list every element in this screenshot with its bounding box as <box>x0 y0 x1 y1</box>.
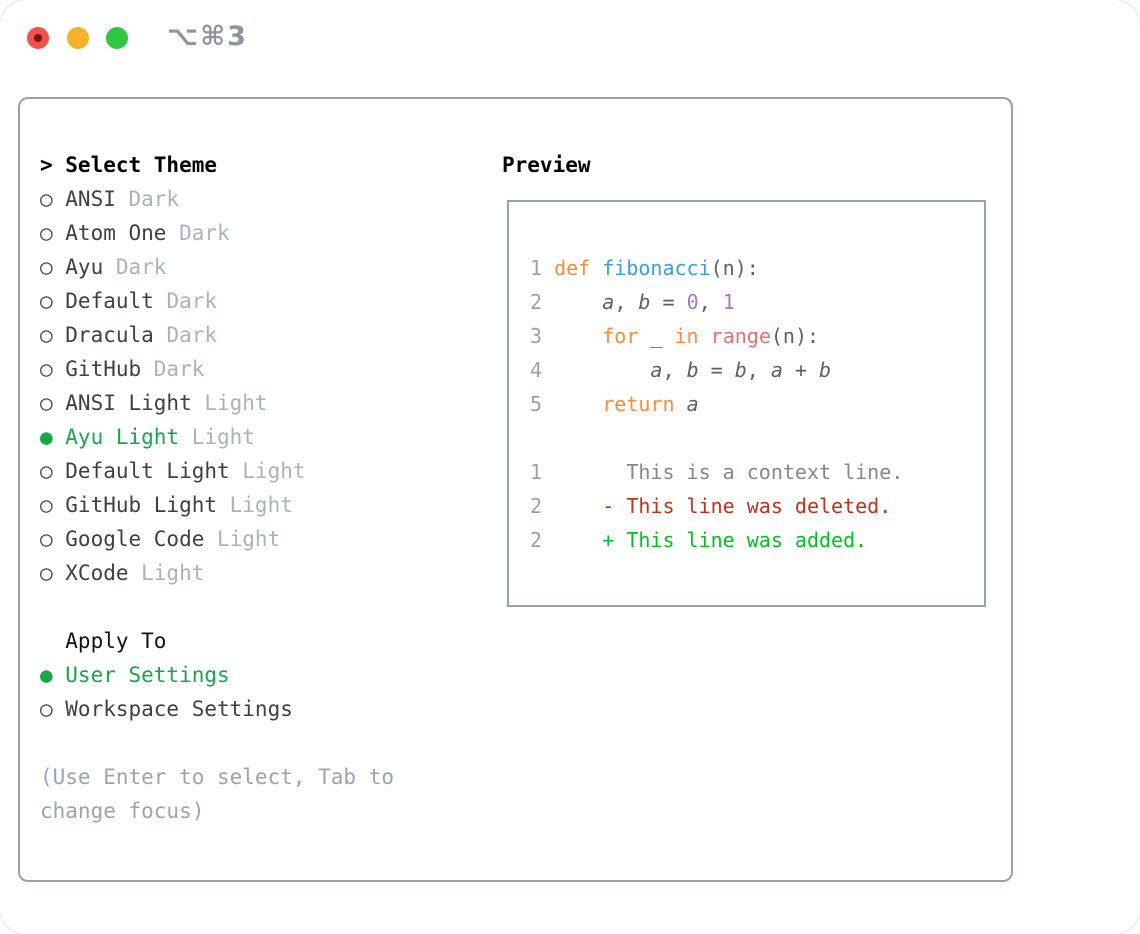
preview-title: Preview <box>502 153 591 177</box>
window-shortcut-label: ⌥⌘3 <box>167 21 248 52</box>
theme-item-google-code[interactable]: ○ Google Code Light <box>40 522 394 556</box>
radio-unselected-icon: ○ <box>40 561 53 585</box>
line-number: 5 <box>530 392 543 416</box>
code-preview: 1 def fibonacci(n): 2 a, b = 0, 1 3 for _ … <box>530 251 903 557</box>
theme-name: Default <box>65 289 154 313</box>
line-number: 1 <box>530 256 543 280</box>
radio-unselected-icon: ○ <box>40 527 53 551</box>
theme-item-ayu-light[interactable]: ● Ayu Light Light <box>40 420 394 454</box>
theme-name: Default Light <box>65 459 230 483</box>
radio-unselected-icon: ○ <box>40 255 53 279</box>
radio-unselected-icon: ○ <box>40 357 53 381</box>
preview-line: 5 return a <box>530 392 699 416</box>
theme-variant-tag: Dark <box>179 221 230 245</box>
theme-variant-tag: Light <box>229 493 293 517</box>
line-number: 4 <box>530 358 543 382</box>
spacer <box>530 421 903 455</box>
radio-unselected-icon: ○ <box>40 323 53 347</box>
theme-item-atom-one[interactable]: ○ Atom One Dark <box>40 216 394 250</box>
spacer <box>40 726 394 760</box>
theme-name: GitHub Light <box>65 493 217 517</box>
preview-pane: 1 def fibonacci(n): 2 a, b = 0, 1 3 for _ … <box>507 200 986 607</box>
theme-list-title: Select Theme <box>65 153 217 177</box>
theme-variant-tag: Dark <box>166 289 218 313</box>
theme-name: Dracula <box>65 323 154 347</box>
preview-line: 1 This is a context line. <box>530 460 904 484</box>
theme-variant-tag: Light <box>204 391 268 415</box>
theme-variant-tag: Light <box>217 527 281 551</box>
apply-option-name: User Settings <box>65 663 230 687</box>
apply-option-name: Workspace Settings <box>65 697 293 721</box>
radio-selected-icon: ● <box>40 663 53 687</box>
radio-unselected-icon: ○ <box>40 221 53 245</box>
help-text-line-1: (Use Enter to select, Tab to <box>40 765 395 789</box>
line-number: 2 <box>530 528 543 552</box>
unsaved-dot-icon <box>34 34 42 42</box>
radio-unselected-icon: ○ <box>40 391 53 415</box>
radio-unselected-icon: ○ <box>40 187 53 211</box>
theme-list-header: > Select Theme <box>40 148 394 182</box>
preview-line: 2 - This line was deleted. <box>530 494 892 518</box>
apply-to-options: ● User Settings ○ Workspace Settings <box>40 658 394 726</box>
cursor-arrow-icon: > <box>40 153 53 177</box>
theme-variant-tag: Light <box>191 425 255 449</box>
theme-name: XCode <box>65 561 129 585</box>
zoom-button[interactable] <box>106 27 128 49</box>
theme-item-ayu[interactable]: ○ Ayu Dark <box>40 250 394 284</box>
preview-line: 4 a, b = b, a + b <box>530 358 832 382</box>
theme-name: Ayu <box>65 255 104 279</box>
radio-unselected-icon: ○ <box>40 289 53 313</box>
preview-line: 3 for _ in range(n): <box>530 324 820 348</box>
preview-line: 1 def fibonacci(n): <box>530 256 759 280</box>
theme-name: GitHub <box>65 357 142 381</box>
spacer <box>40 590 394 624</box>
theme-variant-tag: Light <box>242 459 306 483</box>
theme-item-ansi[interactable]: ○ ANSI Dark <box>40 182 394 216</box>
apply-to-title: Apply To <box>65 629 167 653</box>
radio-unselected-icon: ○ <box>40 493 53 517</box>
preview-line: 2 + This line was added. <box>530 528 868 552</box>
theme-name: ANSI Light <box>65 391 192 415</box>
theme-item-dracula[interactable]: ○ Dracula Dark <box>40 318 394 352</box>
theme-item-github[interactable]: ○ GitHub Dark <box>40 352 394 386</box>
theme-item-xcode[interactable]: ○ XCode Light <box>40 556 394 590</box>
titlebar: ⌥⌘3 <box>0 0 1140 70</box>
theme-variant-tag: Dark <box>153 357 205 381</box>
line-number: 1 <box>530 460 543 484</box>
theme-variant-tag: Dark <box>128 187 180 211</box>
apply-option-workspace-settings[interactable]: ○ Workspace Settings <box>40 692 394 726</box>
line-number: 2 <box>530 290 543 314</box>
theme-item-default[interactable]: ○ Default Dark <box>40 284 394 318</box>
theme-variant-tag: Dark <box>166 323 218 347</box>
help-text-line-2: change focus) <box>40 799 205 823</box>
theme-name: ANSI <box>65 187 116 211</box>
radio-unselected-icon: ○ <box>40 459 53 483</box>
theme-item-github-light[interactable]: ○ GitHub Light Light <box>40 488 394 522</box>
theme-name: Google Code <box>65 527 205 551</box>
apply-to-header: Apply To <box>40 624 394 658</box>
close-button[interactable] <box>27 27 49 49</box>
preview-line: 2 a, b = 0, 1 <box>530 290 735 314</box>
theme-name: Ayu Light <box>65 425 180 449</box>
theme-item-default-light[interactable]: ○ Default Light Light <box>40 454 394 488</box>
line-number: 2 <box>530 494 543 518</box>
line-number: 3 <box>530 324 543 348</box>
theme-variant-tag: Light <box>141 561 205 585</box>
theme-name: Atom One <box>65 221 167 245</box>
radio-selected-icon: ● <box>40 425 53 449</box>
radio-unselected-icon: ○ <box>40 697 53 721</box>
apply-option-user-settings[interactable]: ● User Settings <box>40 658 394 692</box>
theme-variant-tag: Dark <box>115 255 167 279</box>
theme-item-ansi-light[interactable]: ○ ANSI Light Light <box>40 386 394 420</box>
minimize-button[interactable] <box>67 27 89 49</box>
